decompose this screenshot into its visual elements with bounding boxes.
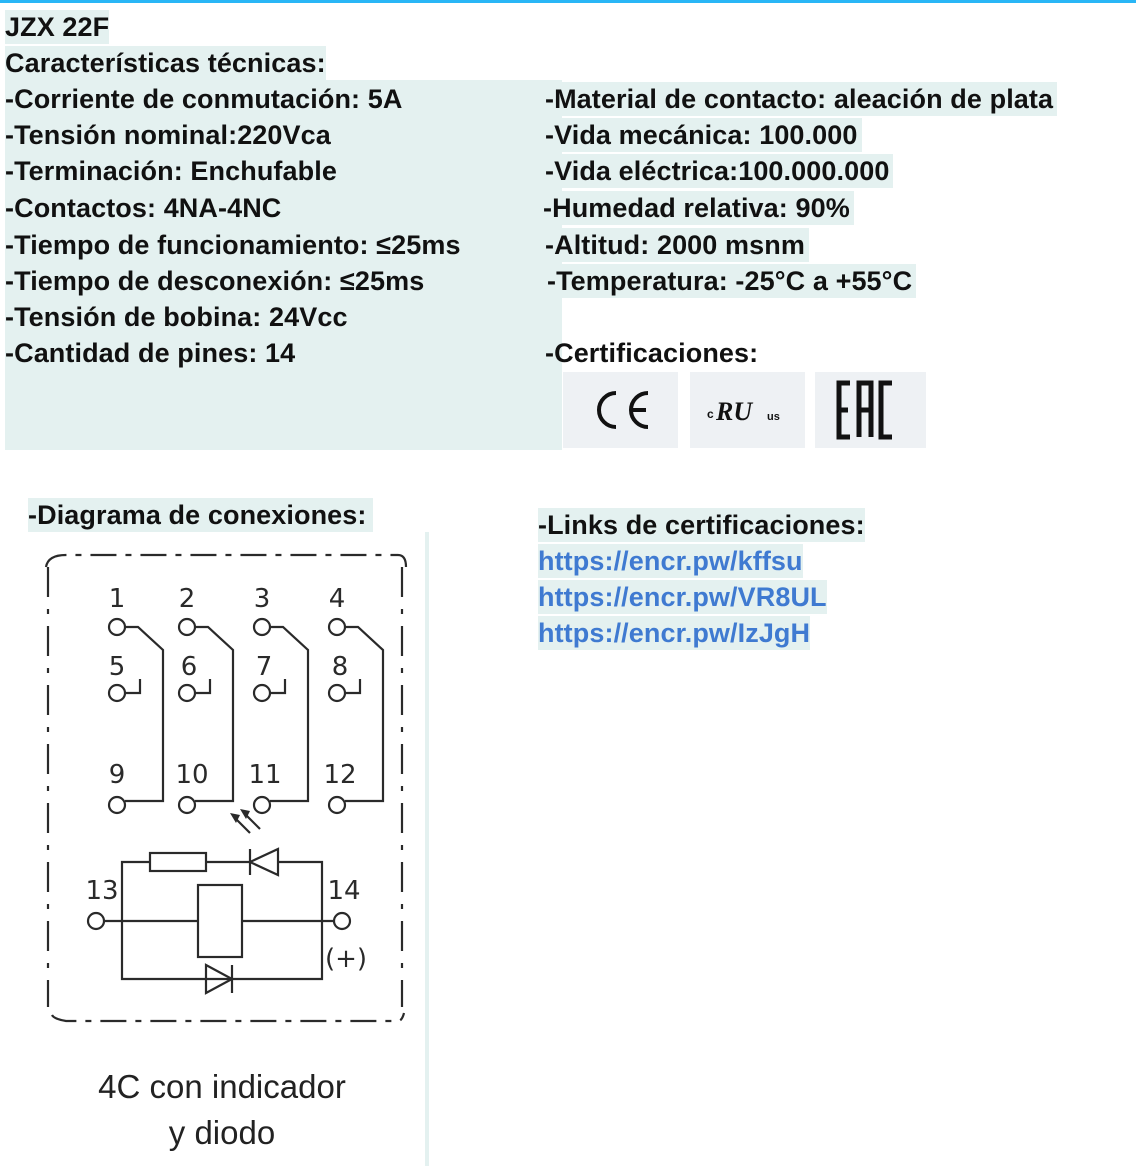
pin-label: 7 bbox=[256, 652, 273, 682]
pin-label: 5 bbox=[109, 652, 126, 682]
specs-heading: Características técnicas: bbox=[5, 46, 326, 80]
pin-label: 12 bbox=[323, 760, 356, 790]
pin-label: 6 bbox=[181, 652, 198, 682]
ul-mark-icon: c RU us bbox=[690, 372, 805, 448]
spec-left-item: -Contactos: 4NA-4NC bbox=[5, 193, 282, 223]
column-divider bbox=[425, 532, 429, 1166]
certification-link[interactable]: https://encr.pw/VR8UL bbox=[538, 580, 827, 614]
certification-link[interactable]: https://encr.pw/IzJgH bbox=[538, 616, 811, 650]
product-title: JZX 22F bbox=[5, 10, 110, 44]
pin-label: 10 bbox=[175, 760, 208, 790]
spec-left-item: -Tiempo de funcionamiento: ≤25ms bbox=[5, 230, 461, 260]
spec-right-item: -Altitud: 2000 msnm bbox=[545, 228, 809, 262]
spec-right-item: -Humedad relativa: 90% bbox=[543, 191, 854, 225]
diagram-label: -Diagrama de conexiones: bbox=[28, 498, 373, 532]
diagram-caption-line2: y diodo bbox=[168, 1114, 276, 1151]
svg-text:c: c bbox=[707, 407, 714, 421]
eac-mark-icon bbox=[815, 372, 926, 448]
pin-label: 1 bbox=[109, 584, 126, 614]
pin-label: 3 bbox=[254, 584, 271, 614]
svg-text:us: us bbox=[767, 411, 780, 423]
polarity-label: (+) bbox=[325, 944, 367, 974]
spec-left-item: -Cantidad de pines: 14 bbox=[5, 338, 296, 368]
spec-left-item: -Tiempo de desconexión: ≤25ms bbox=[5, 266, 425, 296]
diagram-caption-line1: 4C con indicador bbox=[98, 1068, 346, 1105]
pin-label: 14 bbox=[327, 876, 360, 906]
connection-diagram: 1 2 3 4 5 6 7 8 9 10 11 12 13 14 (+) bbox=[22, 537, 418, 1159]
spec-left-item: -Terminación: Enchufable bbox=[5, 156, 337, 186]
pin-label: 4 bbox=[329, 584, 346, 614]
spec-left-item: -Tensión nominal:220Vca bbox=[5, 120, 331, 150]
top-accent-line bbox=[0, 0, 1136, 3]
pin-label: 9 bbox=[109, 760, 126, 790]
spec-right-item: -Material de contacto: aleación de plata bbox=[545, 82, 1058, 116]
svg-text:RU: RU bbox=[715, 397, 753, 426]
spec-left-item: -Tensión de bobina: 24Vcc bbox=[5, 302, 348, 332]
specs-background bbox=[5, 80, 562, 450]
pin-label: 8 bbox=[332, 652, 349, 682]
certifications-label: -Certificaciones: bbox=[545, 338, 759, 368]
spec-right-item: -Vida mecánica: 100.000 bbox=[545, 118, 862, 152]
pin-label: 2 bbox=[179, 584, 196, 614]
certification-link[interactable]: https://encr.pw/kffsu bbox=[538, 544, 803, 578]
links-label: -Links de certificaciones: bbox=[538, 508, 865, 542]
ce-mark-icon bbox=[563, 372, 678, 448]
pin-label: 13 bbox=[85, 876, 118, 906]
spec-right-item: -Temperatura: -25°C a +55°C bbox=[547, 264, 917, 298]
spec-right-item: -Vida eléctrica:100.000.000 bbox=[545, 154, 894, 188]
pin-label: 11 bbox=[248, 760, 281, 790]
spec-left-item: -Corriente de conmutación: 5A bbox=[5, 84, 403, 114]
